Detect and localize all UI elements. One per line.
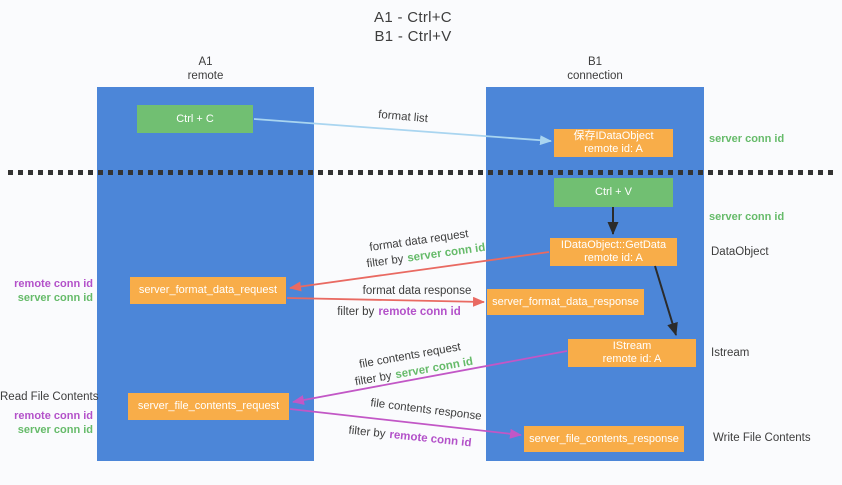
node-server-format-data-response: server_format_data_response [487, 289, 644, 315]
node-save-idataobject-line2: remote id: A [584, 143, 643, 155]
left-label-conn-ids-1: remote conn id server conn id [0, 278, 93, 305]
lane-b1-name: B1 [587, 56, 603, 68]
side-label-server-conn-id-top: server conn id [709, 133, 785, 145]
node-server-format-data-request-label: server_format_data_request [138, 284, 278, 296]
lane-a1-header: A1 remote [97, 55, 314, 83]
node-server-format-data-response-label: server_format_data_response [492, 295, 639, 308]
filter-by-text: filter by [354, 370, 393, 389]
node-ctrl-v: Ctrl + V [554, 178, 673, 207]
left-label-conn-ids-2: remote conn id server conn id [0, 410, 93, 437]
remote-conn-id-label: remote conn id [14, 410, 93, 422]
left-label-read-file-contents: Read File Contents [0, 391, 99, 403]
node-ctrl-c: Ctrl + C [137, 105, 253, 133]
node-istream-line1: IStream [612, 340, 652, 352]
arrow-format-data-response [286, 296, 485, 307]
side-label-server-conn-id-mid: server conn id [709, 211, 785, 223]
lane-b1-subtitle: connection [567, 70, 623, 82]
server-conn-id-label: server conn id [17, 291, 93, 304]
node-server-format-data-request: server_format_data_request [130, 277, 286, 304]
node-idataobject-getdata: IDataObject::GetData remote id: A [550, 238, 677, 266]
node-server-file-contents-response-label: server_file_contents_response [529, 432, 679, 445]
node-idataobject-getdata-line2: remote id: A [584, 252, 643, 264]
lane-a1-name: A1 [198, 56, 213, 68]
remote-conn-id-label: remote conn id [14, 278, 93, 290]
edge-label-format-list: format list [377, 108, 429, 126]
node-istream-line2: remote id: A [602, 353, 662, 365]
node-istream: IStream remote id: A [568, 339, 696, 367]
side-label-istream: Istream [711, 347, 750, 359]
dotted-divider-line [8, 170, 836, 175]
edge-label-file-contents-response: file contents response [369, 397, 483, 423]
remote-conn-id-text: remote conn id [388, 428, 473, 450]
filter-by-text: filter by [365, 253, 405, 271]
node-server-file-contents-response: server_file_contents_response [524, 426, 684, 452]
side-label-write-file-contents: Write File Contents [713, 432, 811, 444]
filter-by-text: filter by [347, 424, 387, 441]
node-server-file-contents-request: server_file_contents_request [128, 393, 289, 420]
lane-a1-subtitle: remote [187, 70, 224, 82]
node-idataobject-getdata-line1: IDataObject::GetData [560, 239, 667, 251]
title-line-1: A1 - Ctrl+C [374, 9, 452, 26]
diagram-title: A1 - Ctrl+C B1 - Ctrl+V [0, 8, 826, 46]
edge-label-format-data-response: format data response [362, 285, 472, 297]
title-line-2: B1 - Ctrl+V [374, 28, 452, 45]
node-ctrl-v-label: Ctrl + V [595, 186, 632, 198]
server-conn-id-label: server conn id [17, 423, 93, 436]
filter-by-text: filter by [337, 306, 375, 318]
node-ctrl-c-label: Ctrl + C [176, 112, 214, 125]
lane-b1-header: B1 connection [486, 55, 704, 83]
remote-conn-id-text: remote conn id [378, 306, 461, 318]
node-save-idataobject-line1: 保存IDataObject [573, 130, 654, 142]
node-save-idataobject: 保存IDataObject remote id: A [554, 129, 673, 157]
node-server-file-contents-request-label: server_file_contents_request [137, 400, 280, 412]
side-label-dataobject: DataObject [711, 246, 769, 258]
